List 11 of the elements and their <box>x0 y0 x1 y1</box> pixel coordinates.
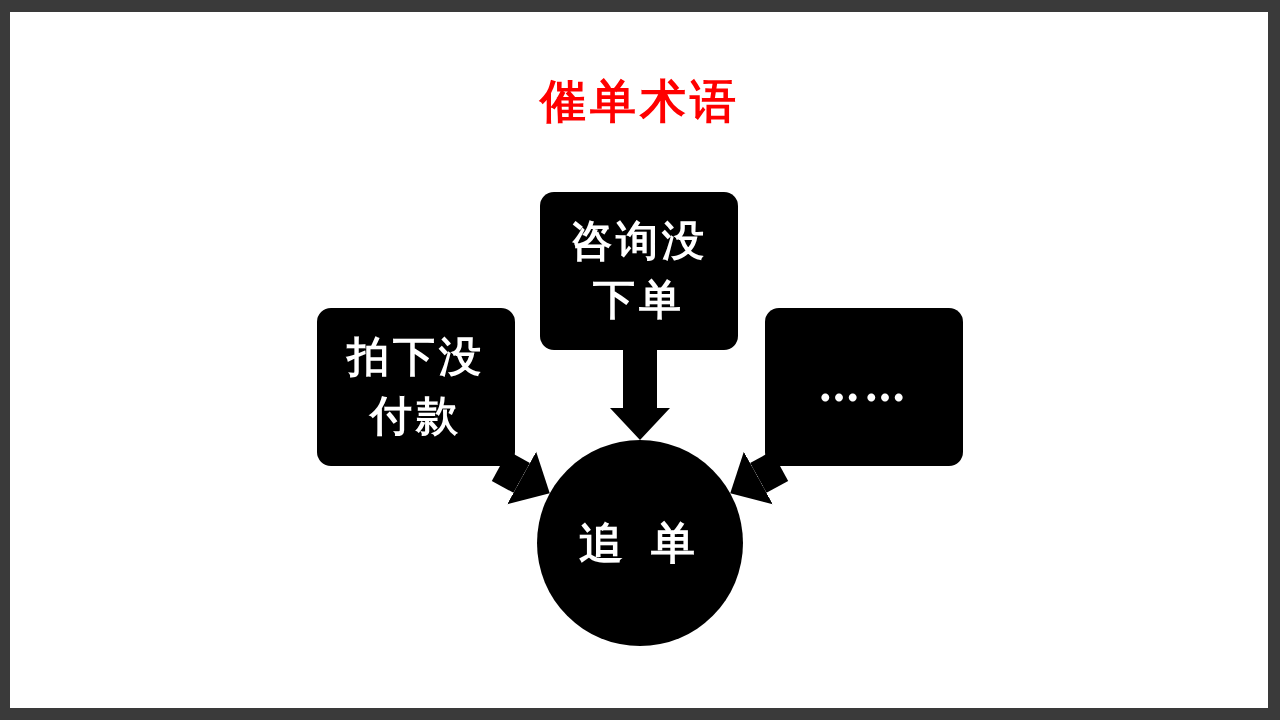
node-text: 拍下没付款 <box>345 331 486 442</box>
callout-box <box>540 192 738 350</box>
arrow <box>491 451 550 505</box>
arrow <box>610 350 670 440</box>
arrow <box>730 451 789 505</box>
node-text: 咨询没下单 <box>569 215 709 326</box>
callout-box <box>317 308 515 466</box>
node-text: …… <box>817 360 911 413</box>
callout-box <box>765 308 963 466</box>
node-text: 追 单 <box>579 516 701 571</box>
title: 催单术语 <box>540 78 740 124</box>
